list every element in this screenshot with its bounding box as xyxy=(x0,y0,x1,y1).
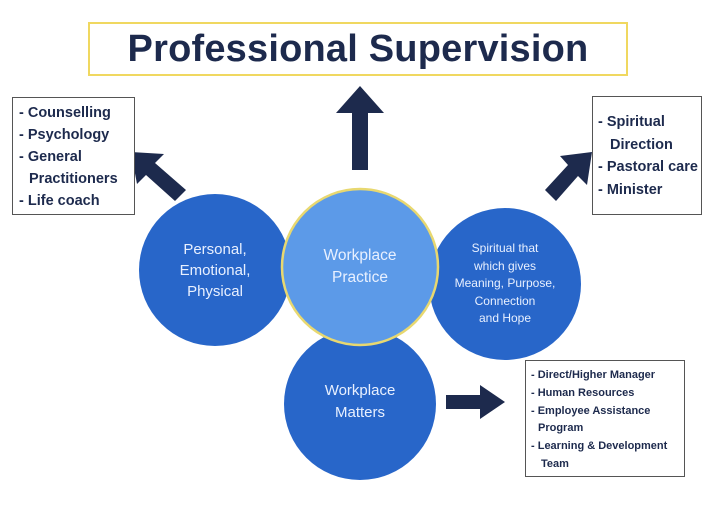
list-item: Team xyxy=(541,457,569,470)
label-line: Workplace xyxy=(323,247,397,264)
label-line: Connection xyxy=(474,293,536,308)
list-item: - Counselling xyxy=(19,105,111,121)
personal-label: Personal, Emotional, Physical xyxy=(139,194,291,346)
arrow-up xyxy=(336,86,384,170)
list-item: - Human Resources xyxy=(531,386,635,399)
label-line: Matters xyxy=(334,404,385,421)
label-line: Personal, xyxy=(183,240,247,258)
circle-personal xyxy=(139,194,291,346)
list-item: Practitioners xyxy=(29,171,118,187)
list-item: - General xyxy=(19,149,82,165)
list-item: - Life coach xyxy=(19,193,100,209)
spiritual-label: Spiritual that which gives Meaning, Purp… xyxy=(429,208,581,360)
workplace-support-box: - Direct/Higher Manager - Human Resource… xyxy=(525,360,685,477)
list-item: Program xyxy=(538,422,584,435)
list-item: - Spiritual xyxy=(598,114,665,130)
arrow-up-left xyxy=(131,152,186,201)
list-item: - Minister xyxy=(598,181,663,198)
title-box: Professional Supervision xyxy=(88,22,628,76)
list-item: - Learning & Development xyxy=(531,440,668,453)
circle-practice xyxy=(280,187,440,347)
arrow-right xyxy=(446,385,505,419)
list-item: - Employee Assistance xyxy=(531,404,651,417)
label-line: Physical xyxy=(187,282,243,300)
label-line: which gives xyxy=(473,258,537,273)
list-item: - Pastoral care xyxy=(598,159,698,175)
label-line: Spiritual that xyxy=(471,241,539,256)
list-item: - Psychology xyxy=(19,127,110,143)
label-line: Emotional, xyxy=(179,261,251,279)
circle-matters xyxy=(284,328,436,480)
list-item: - Direct/Higher Manager xyxy=(531,369,656,381)
circle-spiritual xyxy=(429,208,581,360)
label-line: Meaning, Purpose, xyxy=(454,276,556,291)
label-line: Practice xyxy=(332,269,388,286)
arrow-up-right xyxy=(545,152,592,201)
label-line: Workplace xyxy=(324,382,396,399)
matters-label: Workplace Matters xyxy=(284,326,436,478)
page-title: Professional Supervision xyxy=(127,27,589,70)
spiritual-support-box: - Spiritual Direction - Pastoral care - … xyxy=(592,96,702,215)
personal-support-box: - Counselling - Psychology - General Pra… xyxy=(12,97,135,215)
list-item: Direction xyxy=(610,136,673,153)
label-line: and Hope xyxy=(478,311,532,326)
practice-label: Workplace Practice xyxy=(282,189,438,345)
